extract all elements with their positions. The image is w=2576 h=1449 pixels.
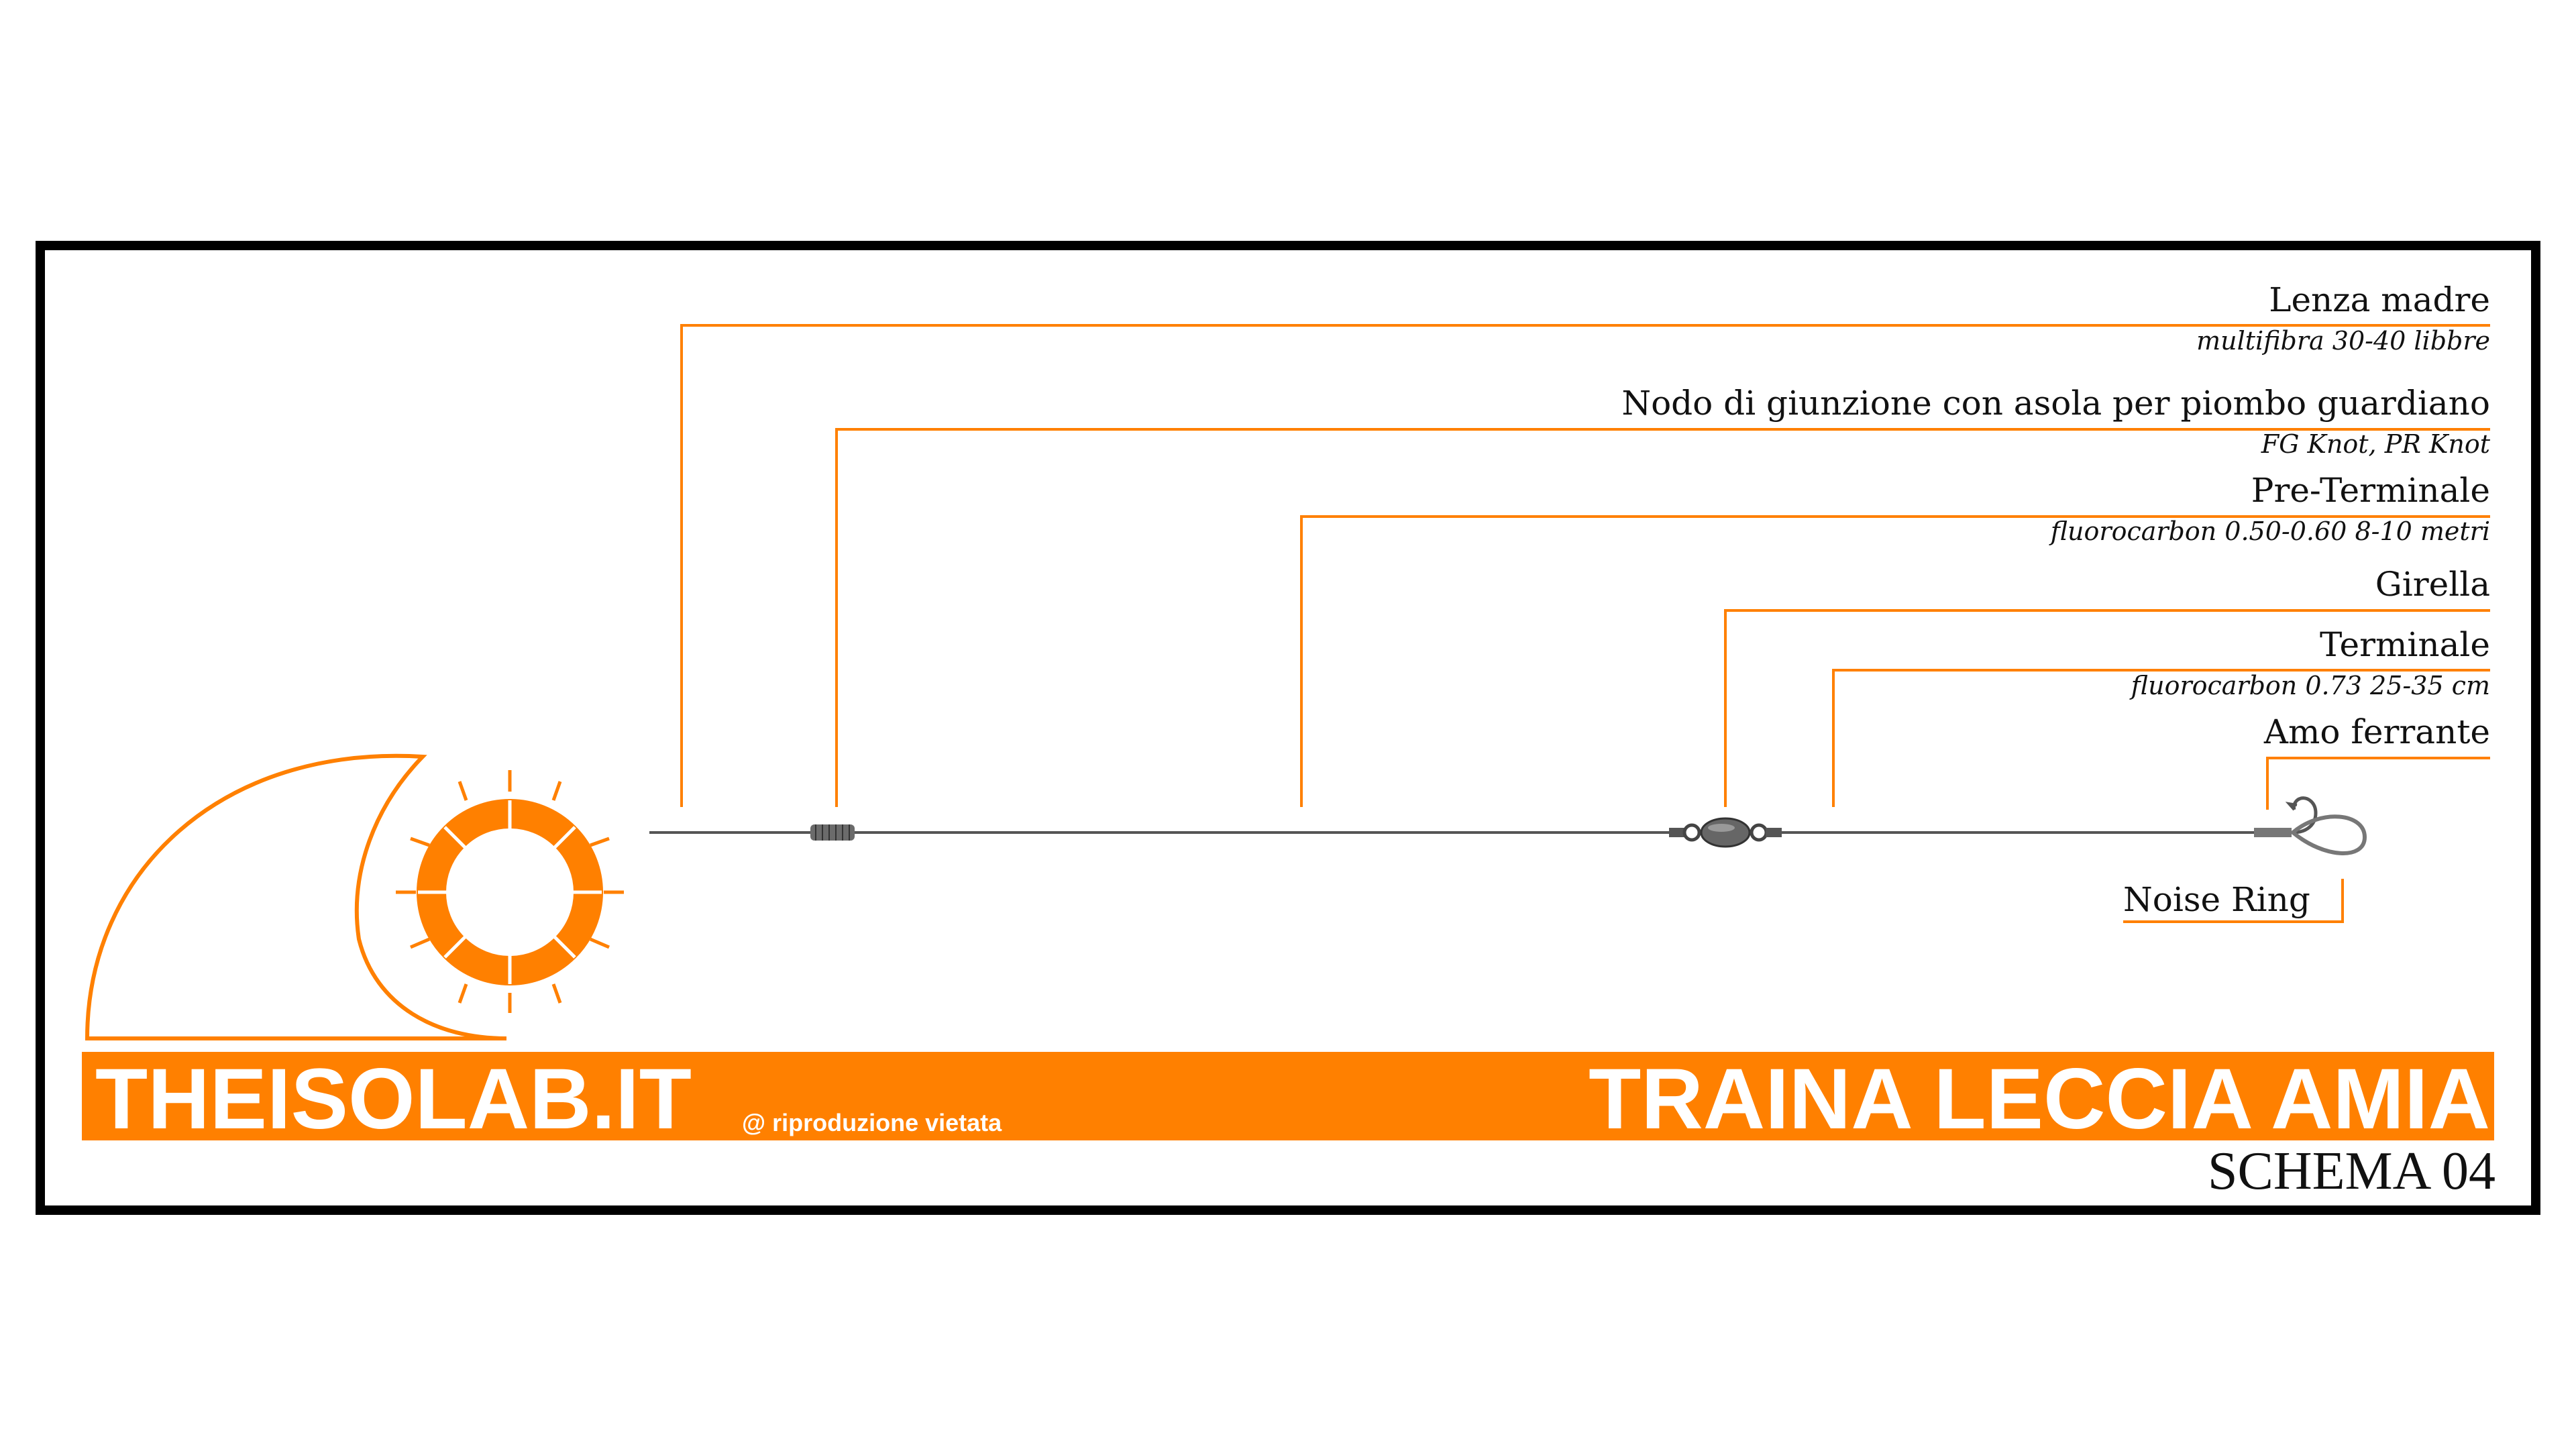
hook-assembly	[2254, 796, 2367, 855]
copyright-note: @ riproduzione vietata	[742, 1109, 1002, 1136]
leader-lenza-madre	[680, 324, 2490, 807]
leader-girella	[1724, 609, 2490, 807]
scheme-number: SCHEMA 04	[2208, 1142, 2496, 1201]
detail-nodo: FG Knot, PR Knot	[2261, 429, 2491, 459]
detail-pre-terminale: fluorocarbon 0.50-0.60 8-10 metri	[2049, 517, 2490, 546]
swivel	[1669, 817, 1782, 848]
label-lenza-madre: Lenza madre	[2269, 280, 2490, 319]
wave-logo	[85, 753, 507, 1040]
label-nodo: Nodo di giunzione con asola per piombo g…	[1621, 384, 2490, 423]
label-terminale: Terminale	[2320, 625, 2490, 664]
detail-lenza-madre: multifibra 30-40 libbre	[2196, 326, 2490, 356]
label-noise-ring: Noise Ring	[2123, 880, 2310, 919]
hook-icon	[2292, 796, 2318, 835]
ring-ticks	[418, 800, 602, 984]
title-banner	[82, 1052, 2494, 1140]
label-girella: Girella	[2375, 565, 2490, 604]
leader-terminale	[1832, 669, 2490, 807]
noise-ring-icon	[2290, 814, 2367, 855]
label-pre-terminale: Pre-Terminale	[2251, 471, 2490, 510]
leader-nodo	[835, 428, 2490, 807]
leader-amo	[2266, 757, 2490, 810]
label-amo: Amo ferrante	[2263, 712, 2490, 751]
leader-pre-terminale	[1300, 515, 2490, 807]
component-labels: Lenza madre multifibra 30-40 libbre Nodo…	[1621, 280, 2490, 919]
brand-name: THEISOLAB.IT	[95, 1051, 692, 1147]
leader-lines	[680, 324, 2490, 923]
logo-graphic	[85, 753, 624, 1040]
detail-terminale: fluorocarbon 0.73 25-35 cm	[2129, 671, 2490, 700]
wheel-spokes	[396, 770, 624, 1013]
fg-knot	[810, 824, 855, 841]
leader-noise-ring	[2123, 879, 2344, 923]
outer-frame	[36, 241, 2540, 1215]
diagram-title: TRAINA LECCIA AMIA	[1589, 1051, 2490, 1147]
